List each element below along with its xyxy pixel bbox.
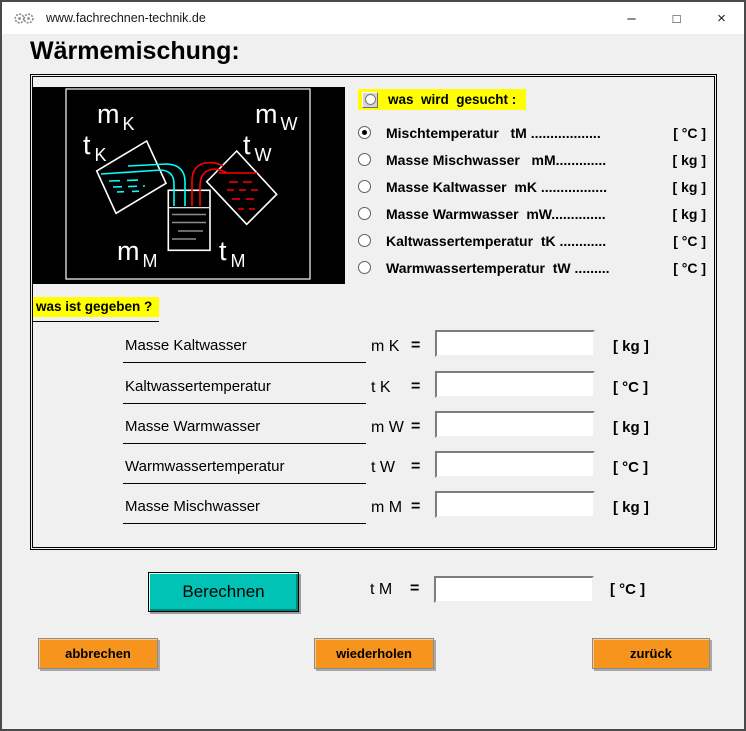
row-label: Warmwassertemperatur <box>123 458 366 484</box>
search-header-label: was wird gesucht : <box>388 92 517 107</box>
row-unit: [ kg ] <box>613 499 649 516</box>
option-label: Masse Warmwasser mW.............. <box>386 205 606 222</box>
cancel-button[interactable]: abbrechen <box>38 638 158 669</box>
svg-text:mW: mW <box>255 99 298 134</box>
row-label: Kaltwassertemperatur <box>123 378 366 404</box>
option-unit: [ kg ] <box>672 178 706 195</box>
radio-option-masse-mischwasser[interactable]: Masse Mischwasser mM............. [ kg ] <box>358 146 706 173</box>
radio-icon[interactable] <box>358 261 371 274</box>
row-unit: [ kg ] <box>613 338 649 355</box>
mw-input[interactable] <box>435 411 595 438</box>
tm-result-input[interactable] <box>434 576 594 603</box>
page-title: Wärmemischung: <box>30 37 240 65</box>
mm-input[interactable] <box>435 491 595 518</box>
given-row-masse-kaltwasser: Masse Kaltwasser m K = [ kg ] <box>123 330 698 373</box>
given-row-kaltwassertemperatur: Kaltwassertemperatur t K = [ °C ] <box>123 371 698 414</box>
equals-sign: = <box>411 418 421 435</box>
row-label: Masse Mischwasser <box>123 498 366 524</box>
svg-text:mK: mK <box>97 99 135 134</box>
row-symbol: m W <box>371 419 404 436</box>
radio-option-kaltwassertemperatur[interactable]: Kaltwassertemperatur tK ............ [ °… <box>358 227 706 254</box>
option-label: Masse Mischwasser mM............. <box>386 151 607 168</box>
radio-option-masse-kaltwasser[interactable]: Masse Kaltwasser mK ................. [ … <box>358 173 706 200</box>
back-button[interactable]: zurück <box>592 638 710 669</box>
result-unit: [ °C ] <box>610 581 646 598</box>
result-symbol: t M <box>370 581 393 598</box>
given-header-label: was ist gegeben ? <box>33 297 160 317</box>
titlebar: www.fachrechnen-technik.de – □ × <box>2 2 744 35</box>
search-options-group: Mischtemperatur tM .................. [ … <box>358 119 706 281</box>
option-unit: [ kg ] <box>672 205 706 222</box>
result-equals-sign: = <box>410 580 420 597</box>
search-group-header: was wird gesucht : <box>358 89 527 110</box>
row-label: Masse Kaltwasser <box>123 337 366 363</box>
calculate-button[interactable]: Berechnen <box>148 572 299 612</box>
option-unit: [ kg ] <box>672 151 706 168</box>
radio-icon[interactable] <box>358 126 371 139</box>
tw-input[interactable] <box>435 451 595 478</box>
radio-option-masse-warmwasser[interactable]: Masse Warmwasser mW.............. [ kg ] <box>358 200 706 227</box>
option-label: Masse Kaltwasser mK ................. <box>386 178 607 195</box>
option-label: Kaltwassertemperatur tK ............ <box>386 232 607 249</box>
window-controls: – □ × <box>609 2 744 34</box>
radio-option-mischtemperatur[interactable]: Mischtemperatur tM .................. [ … <box>358 119 706 146</box>
window-title: www.fachrechnen-technik.de <box>46 11 206 25</box>
radio-option-warmwassertemperatur[interactable]: Warmwassertemperatur tW ......... [ °C ] <box>358 254 706 281</box>
header-radio-icon[interactable] <box>364 94 376 105</box>
radio-icon[interactable] <box>358 234 371 247</box>
svg-text:tW: tW <box>243 130 272 165</box>
tk-input[interactable] <box>435 371 595 398</box>
given-row-warmwassertemperatur: Warmwassertemperatur t W = [ °C ] <box>123 451 698 494</box>
row-label: Masse Warmwasser <box>123 418 366 444</box>
svg-text:tK: tK <box>83 130 107 165</box>
equals-sign: = <box>411 337 421 354</box>
row-symbol: m M <box>371 499 403 516</box>
row-unit: [ kg ] <box>613 419 649 436</box>
equals-sign: = <box>411 498 421 515</box>
close-icon[interactable]: × <box>699 2 744 34</box>
header-radio-frame <box>362 91 378 108</box>
equals-sign: = <box>411 378 421 395</box>
mk-input[interactable] <box>435 330 595 357</box>
equals-sign: = <box>411 458 421 475</box>
option-label: Warmwassertemperatur tW ......... <box>386 259 610 276</box>
row-unit: [ °C ] <box>613 379 649 396</box>
row-symbol: t W <box>371 459 395 476</box>
option-unit: [ °C ] <box>673 259 706 276</box>
content-area: Wärmemischung: <box>2 35 744 729</box>
row-symbol: m K <box>371 338 400 355</box>
option-label: Mischtemperatur tM .................. <box>386 124 601 141</box>
option-unit: [ °C ] <box>673 124 706 141</box>
radio-icon[interactable] <box>358 180 371 193</box>
given-row-masse-warmwasser: Masse Warmwasser m W = [ kg ] <box>123 411 698 454</box>
given-group-header: was ist gegeben ? <box>33 297 160 322</box>
row-symbol: t K <box>371 379 391 396</box>
given-row-masse-mischwasser: Masse Mischwasser m M = [ kg ] <box>123 491 698 534</box>
minimize-icon[interactable]: – <box>609 2 654 34</box>
svg-text:mM: mM <box>117 236 158 271</box>
gears-app-icon <box>14 11 35 26</box>
row-unit: [ °C ] <box>613 459 649 476</box>
repeat-button[interactable]: wiederholen <box>314 638 434 669</box>
radio-icon[interactable] <box>358 153 371 166</box>
radio-icon[interactable] <box>358 207 371 220</box>
svg-text:tM: tM <box>219 236 246 271</box>
maximize-icon[interactable]: □ <box>654 2 699 34</box>
option-unit: [ °C ] <box>673 232 706 249</box>
